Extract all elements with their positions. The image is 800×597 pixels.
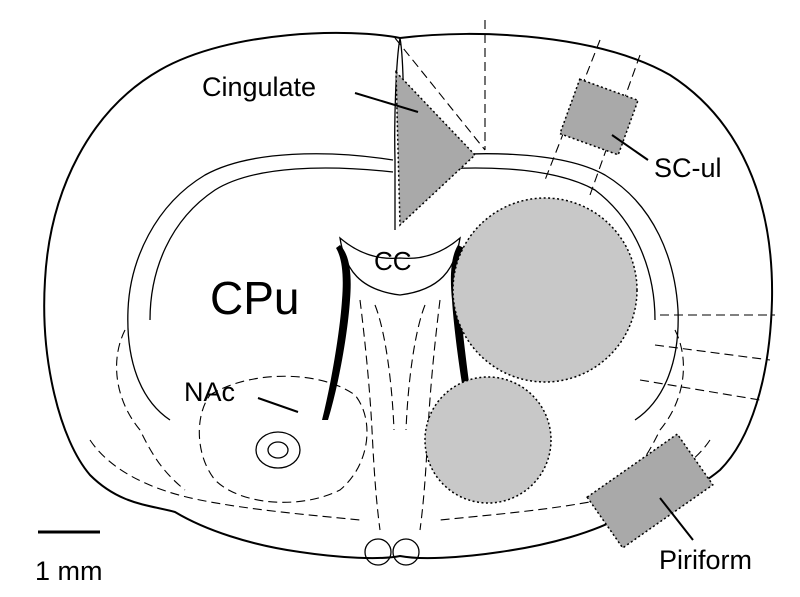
piriform-leader [659, 497, 694, 541]
piriform-label: Piriform [659, 545, 752, 575]
right-striatum-dashed [614, 329, 684, 491]
cingulate-region [395, 70, 477, 227]
nac-label: NAc [184, 377, 235, 407]
cingulate-leader [354, 92, 419, 113]
sc-ul-region [558, 78, 640, 156]
left-ventral-dashed [89, 439, 361, 521]
left-striatum-dashed [116, 329, 186, 491]
brain-outline [43, 31, 774, 560]
left-ac-core [267, 441, 289, 459]
cingulate-label: Cingulate [202, 72, 316, 102]
right-cortex-boundary-5 [654, 344, 771, 361]
right-cortex-boundary [404, 153, 679, 421]
nac-region [424, 376, 552, 504]
right-olfactory-tubercle [392, 538, 420, 566]
sc-ul-label: SC-ul [654, 153, 722, 183]
right-white-matter-line [404, 167, 656, 321]
left-nac-dashed-outline [198, 375, 368, 503]
nac-leader [257, 397, 299, 413]
left-olfactory-tubercle [364, 538, 392, 566]
sc-ul-leader [611, 134, 649, 161]
scale-bar-label: 1 mm [35, 556, 103, 586]
left-cortex-boundary [127, 153, 394, 421]
piriform-region [586, 433, 714, 549]
right-cortex-boundary-6 [639, 379, 761, 401]
right-cortex-boundary-7 [394, 37, 486, 151]
left-medial-dashed [359, 299, 381, 531]
cpu-label: CPu [210, 272, 299, 324]
left-lateral-ventricle [322, 245, 351, 420]
left-anterior-commissure [255, 431, 301, 469]
left-white-matter-line [149, 167, 394, 321]
cc-label: CC [374, 246, 412, 276]
corpus-callosum [339, 236, 461, 296]
dorsal-striatum-region [452, 197, 638, 383]
